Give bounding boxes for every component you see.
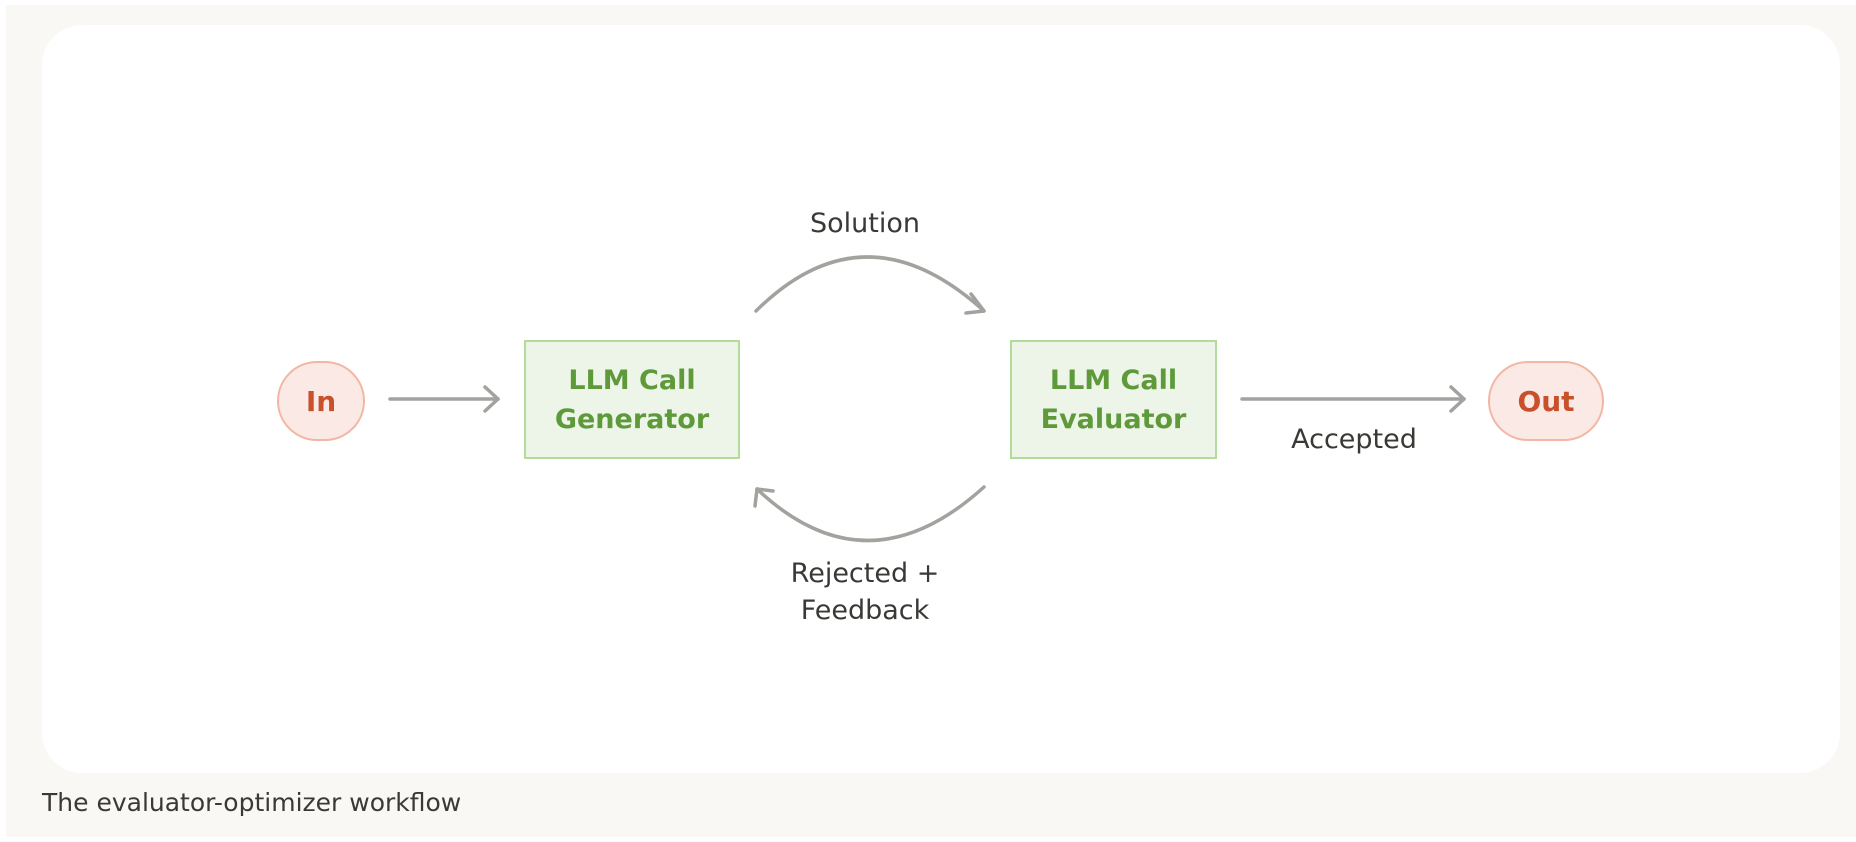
generator-line-1: LLM Call <box>568 364 696 396</box>
evaluator-line-2: Evaluator <box>1040 403 1187 435</box>
accepted-label: Accepted <box>1254 421 1454 458</box>
output-node-label: Out <box>1517 384 1575 418</box>
solution-label: Solution <box>765 205 965 242</box>
solution-label-text: Solution <box>810 208 920 239</box>
generator-node: LLM Call Generator <box>524 340 740 459</box>
generator-line-2: Generator <box>554 403 710 435</box>
output-node: Out <box>1488 361 1604 441</box>
arrow-rejected-feedback <box>753 485 986 543</box>
rejected-feedback-label: Rejected + Feedback <box>765 555 965 629</box>
arrow-in-to-generator <box>388 385 500 413</box>
workflow-diagram <box>388 255 1466 543</box>
evaluator-line-1: LLM Call <box>1049 364 1178 396</box>
diagram-card: In LLM Call Generator LLM Call Evaluator… <box>42 25 1840 773</box>
accepted-label-text: Accepted <box>1291 424 1417 455</box>
rejected-label-line-1: Rejected + <box>790 558 940 589</box>
arrow-solution <box>754 255 986 315</box>
input-node-label: In <box>305 384 337 418</box>
evaluator-node: LLM Call Evaluator <box>1010 340 1217 459</box>
arrow-accepted <box>1240 385 1466 413</box>
input-node: In <box>277 361 365 441</box>
figure-caption: The evaluator-optimizer workflow <box>42 788 462 817</box>
rejected-label-line-2: Feedback <box>800 595 930 626</box>
figure-frame: In LLM Call Generator LLM Call Evaluator… <box>6 5 1856 837</box>
